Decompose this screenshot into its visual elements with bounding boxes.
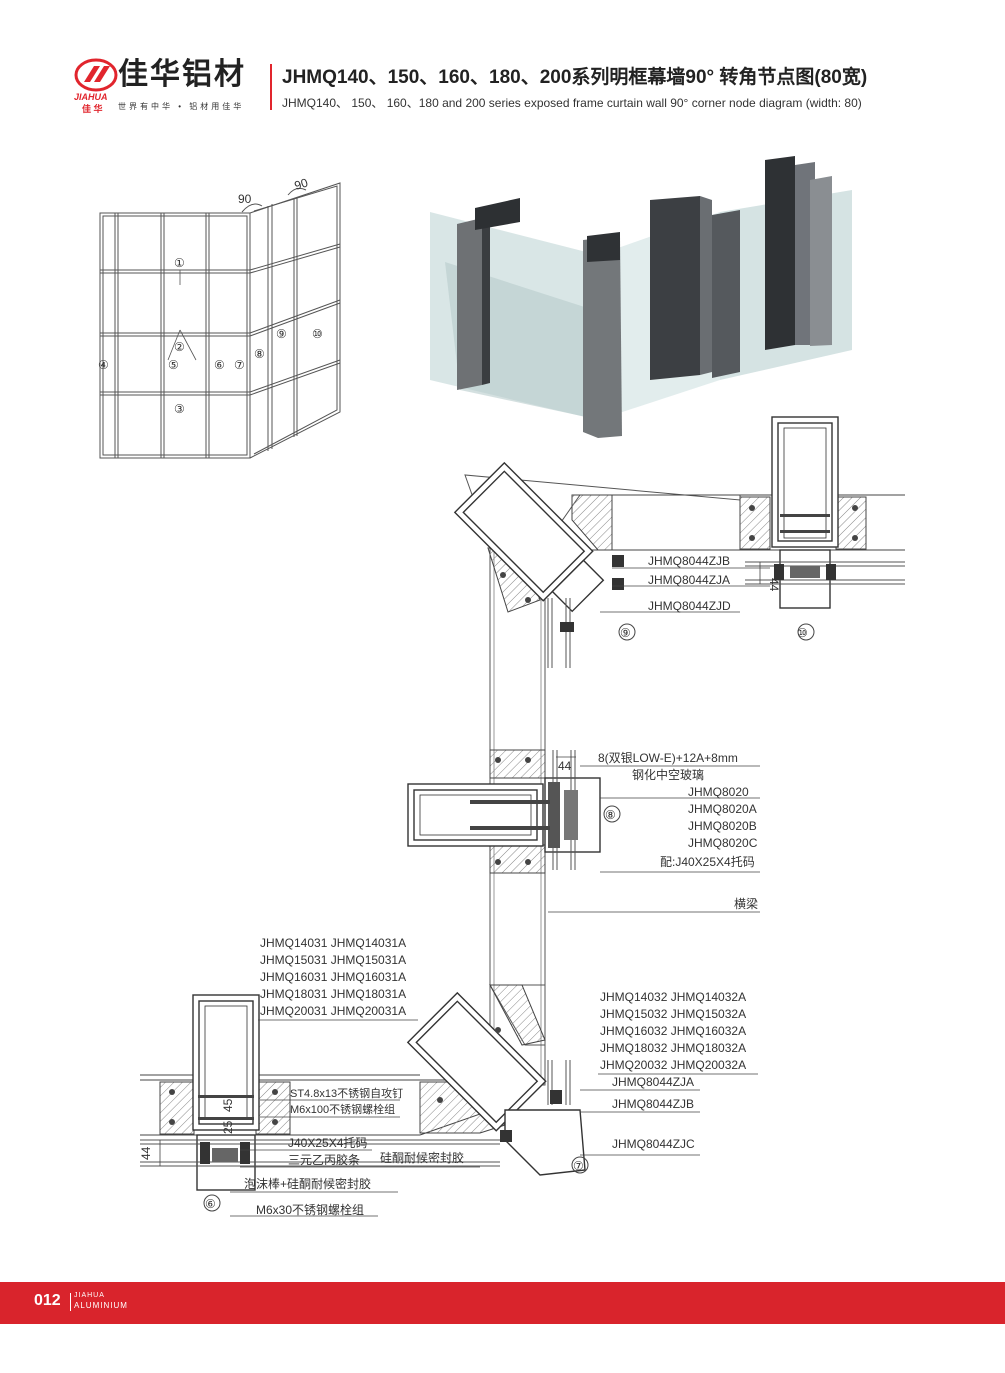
footer-bar	[0, 1282, 1005, 1324]
marker-9: ⑨	[276, 327, 287, 341]
label-bracket: J40X25X4托码	[288, 1136, 367, 1150]
leader-lines	[159, 562, 770, 1217]
page-number: 012	[34, 1292, 61, 1309]
marker-10: ⑩	[312, 327, 323, 341]
angle-label-2: 90	[293, 175, 310, 193]
label-jhmq8020a: JHMQ8020A	[688, 802, 757, 816]
marker-7: ⑦	[234, 358, 245, 372]
page-header: 佳华铝材 JIAHUA 佳 华 世界有中华 • 铝材用佳华 JHMQ140、15…	[0, 0, 1005, 130]
dim-44-mid: 44	[558, 759, 572, 773]
marker-3: ③	[174, 402, 185, 416]
label-epdm: 三元乙丙胶条	[288, 1152, 360, 1167]
logo-chinese-small: 佳 华	[82, 104, 103, 114]
right-list-2: JHMQ16032 JHMQ16032A	[600, 1024, 746, 1038]
label-jhmq8020b: JHMQ8020B	[688, 819, 757, 833]
detail-marker-6: ⑥	[205, 1197, 216, 1211]
label-bolt100: M6x100不锈钢螺栓组	[290, 1102, 395, 1116]
dim-44-top: 44	[767, 578, 781, 592]
detail-marker-9: ⑨	[620, 626, 631, 640]
slogan: 世界有中华 • 铝材用佳华	[118, 102, 245, 111]
label-zjb-bottom: JHMQ8044ZJB	[612, 1097, 694, 1111]
label-zjc-bottom: JHMQ8044ZJC	[612, 1137, 695, 1151]
label-foam: 泡沫棒+硅酮耐候密封胶	[244, 1176, 371, 1191]
marker-1: ①	[174, 256, 185, 270]
gaskets	[200, 555, 836, 1164]
logo-english: JIAHUA	[74, 92, 108, 102]
label-screw: ST4.8x13不锈钢自攻钉	[290, 1086, 403, 1100]
page-title: JHMQ140、150、160、180、200系列明框幕墙90° 转角节点图(8…	[282, 67, 868, 88]
marker-5: ⑤	[168, 358, 179, 372]
bolts	[169, 505, 858, 1125]
elevation-grid	[99, 182, 341, 459]
left-list-4: JHMQ20031 JHMQ20031A	[260, 1004, 406, 1018]
label-silicone: 硅酮耐候密封胶	[380, 1150, 464, 1165]
detail-marker-10: ⑩	[797, 626, 808, 640]
marker-8: ⑧	[254, 347, 265, 361]
technical-drawing: 90 90 ① ② ③ ④ ⑤ ⑥ ⑦ ⑧ ⑨ ⑩	[98, 156, 905, 1217]
marker-2: ②	[174, 340, 185, 354]
detail-markers	[203, 623, 815, 1212]
right-list-0: JHMQ14032 JHMQ14032A	[600, 990, 746, 1004]
label-zjd-top: JHMQ8044ZJD	[648, 599, 731, 613]
footer-brand-line1: JIAHUA	[74, 1292, 105, 1299]
right-list-3: JHMQ18032 JHMQ18032A	[600, 1041, 746, 1055]
detail-marker-7: ⑦	[573, 1159, 584, 1173]
dim-25: 25	[221, 1120, 235, 1134]
dim-45: 45	[221, 1098, 235, 1112]
detail-marker-8: ⑧	[605, 808, 616, 822]
label-zjb-top: JHMQ8044ZJB	[648, 554, 730, 568]
bracket-plates	[159, 494, 867, 1135]
dim-44-bottom: 44	[139, 1146, 153, 1160]
marker-leaders	[167, 270, 197, 361]
left-list-2: JHMQ16031 JHMQ16031A	[260, 970, 406, 984]
footer-brand-line2: ALUMINIUM	[74, 1301, 128, 1310]
page-subtitle: JHMQ140、 150、 160、180 and 200 series exp…	[282, 96, 862, 110]
label-glass-spec: 8(双银LOW-E)+12A+8mm	[598, 751, 738, 765]
label-glass-type: 钢化中空玻璃	[632, 767, 704, 782]
label-zja-top: JHMQ8044ZJA	[648, 573, 730, 587]
label-jhmq8020: JHMQ8020	[688, 785, 749, 799]
marker-6: ⑥	[214, 358, 225, 372]
label-zja-bottom: JHMQ8044ZJA	[612, 1075, 694, 1089]
header-divider	[270, 64, 272, 110]
marker-4: ④	[98, 358, 109, 372]
right-list-1: JHMQ15032 JHMQ15032A	[600, 1007, 746, 1021]
footer-divider	[70, 1293, 71, 1311]
label-beam: 横梁	[734, 896, 758, 911]
left-list-3: JHMQ18031 JHMQ18031A	[260, 987, 406, 1001]
left-list-1: JHMQ15031 JHMQ15031A	[260, 953, 406, 967]
right-list-4: JHMQ20032 JHMQ20032A	[600, 1058, 746, 1072]
label-bolt30: M6x30不锈钢螺栓组	[256, 1202, 364, 1217]
jiahua-logo-icon	[74, 58, 118, 92]
logo-text: 佳华铝材	[118, 58, 246, 91]
label-jhmq8020c: JHMQ8020C	[688, 836, 758, 850]
left-list-0: JHMQ14031 JHMQ14031A	[260, 936, 406, 950]
corner-3d-rendering	[430, 156, 852, 438]
angle-label-1: 90	[238, 192, 252, 206]
label-tuoma-spec: 配:J40X25X4托码	[660, 855, 755, 869]
